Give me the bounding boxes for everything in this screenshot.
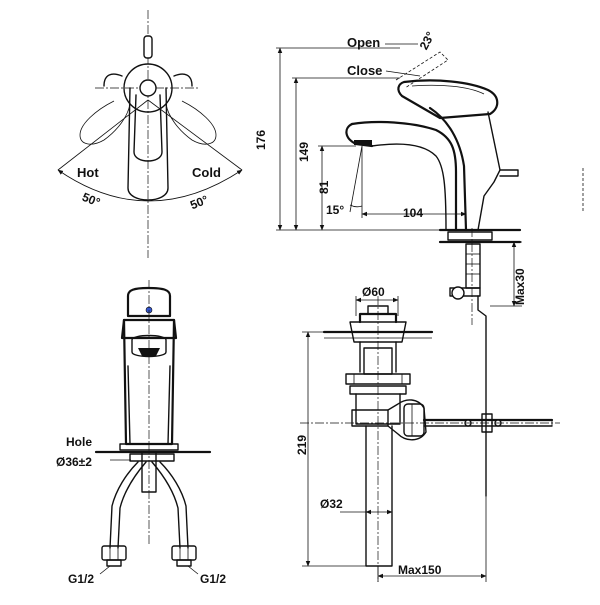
connector-right-thread bbox=[176, 559, 192, 567]
cartridge-cap bbox=[139, 79, 157, 97]
front-view: Hole Ø36±2 G1/2 G1/2 bbox=[56, 280, 226, 586]
mounting-clip bbox=[451, 286, 465, 300]
spout-top-outline bbox=[127, 87, 169, 201]
drain-side-port bbox=[387, 399, 427, 441]
side-view: Open 23° Close 176 149 81 bbox=[254, 29, 584, 497]
connector-right bbox=[171, 545, 197, 561]
drain-tailpipe bbox=[365, 425, 393, 567]
dim-d32-label: Ø32 bbox=[320, 497, 343, 511]
handle-open-position bbox=[395, 51, 449, 89]
drain-collar bbox=[351, 409, 389, 427]
front-mounting-nut bbox=[129, 453, 175, 462]
hot-swing-line bbox=[57, 99, 149, 171]
drain-body-upper bbox=[359, 341, 397, 373]
top-view: Hot Cold 50° 50° bbox=[57, 10, 243, 258]
dim-max30-label: Max30 bbox=[513, 268, 527, 305]
hole-diameter-label: Ø36±2 bbox=[56, 455, 92, 469]
spout-top-inner bbox=[133, 94, 163, 162]
handle-ghost-hot bbox=[79, 100, 131, 145]
hose-left-inner bbox=[117, 461, 147, 549]
drain-lift-rod bbox=[477, 111, 501, 231]
spout-top-profile bbox=[350, 120, 458, 232]
dim-15-label: 15° bbox=[326, 203, 344, 217]
cold-angle-label: 50° bbox=[188, 192, 210, 212]
handle-swing-arc bbox=[57, 169, 243, 202]
dim-max150-label: Max150 bbox=[398, 563, 442, 577]
dim-176-label: 176 bbox=[254, 130, 268, 150]
mounting-nut bbox=[449, 287, 481, 297]
pivot-nut bbox=[403, 403, 425, 437]
cold-swing-line bbox=[147, 99, 243, 171]
hot-label: Hot bbox=[77, 165, 99, 180]
spout-angle-arc bbox=[349, 204, 363, 208]
front-body-upper bbox=[120, 318, 178, 340]
top-handle-stub bbox=[143, 35, 153, 59]
connector-left bbox=[101, 545, 127, 561]
lever-handle bbox=[397, 79, 499, 120]
handle-ghost-cold bbox=[165, 100, 217, 145]
hose-right-inner bbox=[151, 461, 181, 549]
front-spout-mouth bbox=[131, 334, 167, 358]
water-flow-angle-line bbox=[349, 145, 363, 213]
dim-219-label: 219 bbox=[295, 435, 309, 455]
connector-left-thread bbox=[106, 559, 122, 567]
body-back-profile bbox=[428, 106, 468, 232]
close-label: Close bbox=[347, 63, 382, 78]
connection-left-leader bbox=[99, 565, 111, 575]
connection-right-leader bbox=[187, 565, 199, 575]
front-handle-top bbox=[126, 286, 172, 318]
aerator-outlet bbox=[354, 140, 372, 145]
hose-left-outer bbox=[109, 461, 139, 549]
handle-lever-ears bbox=[103, 73, 193, 87]
dim-104-label: 104 bbox=[403, 206, 423, 220]
connection-right-label: G1/2 bbox=[200, 572, 226, 586]
lever-highlight bbox=[411, 84, 485, 95]
hole-label: Hole bbox=[66, 435, 92, 449]
base-mount bbox=[447, 231, 493, 241]
dim-149-label: 149 bbox=[297, 142, 311, 162]
mounting-stud bbox=[465, 243, 481, 289]
drain-flange bbox=[349, 321, 407, 343]
connection-left-label: G1/2 bbox=[68, 572, 94, 586]
lift-rod-knob bbox=[499, 169, 519, 177]
dim-d60-label: Ø60 bbox=[362, 285, 385, 299]
hot-angle-label: 50° bbox=[80, 190, 102, 210]
close-leader bbox=[385, 70, 421, 77]
drain-view: Ø60 219 Ø32 Max150 bbox=[295, 285, 560, 582]
hose-right-outer bbox=[159, 461, 189, 549]
front-body-inner bbox=[127, 365, 171, 445]
cold-label: Cold bbox=[192, 165, 221, 180]
open-label: Open bbox=[347, 35, 380, 50]
spout-underside bbox=[371, 143, 447, 231]
lift-rod-linkage bbox=[477, 295, 487, 497]
open-angle-label: 23° bbox=[417, 29, 438, 52]
dim-81-label: 81 bbox=[317, 180, 331, 194]
body-outline-circle bbox=[123, 63, 173, 113]
